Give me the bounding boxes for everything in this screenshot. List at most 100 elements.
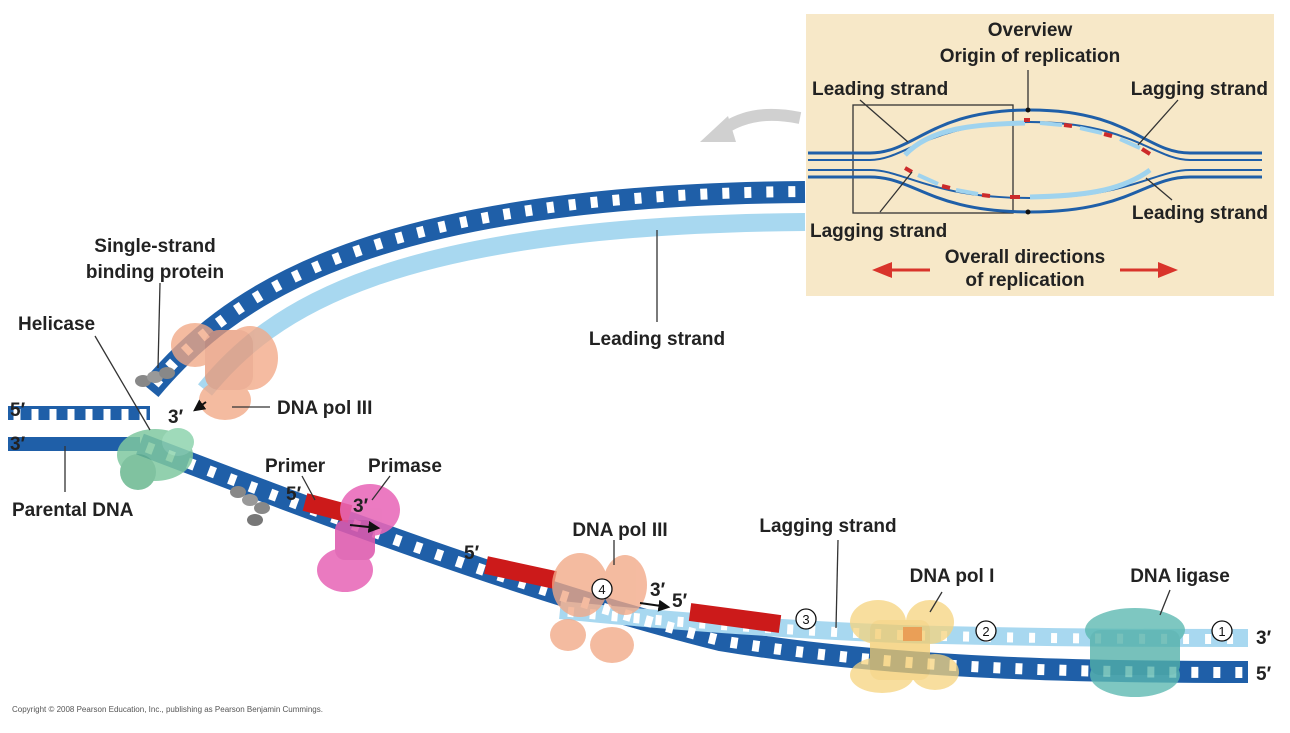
base-pair-rung — [612, 194, 621, 206]
three-prime-right: 3′ — [1256, 628, 1272, 649]
overview-leading-left — [903, 120, 1026, 157]
base-pair-rung — [1006, 632, 1014, 643]
base-pair-rung — [475, 562, 486, 576]
leading-strand-label: Leading strand — [589, 329, 725, 350]
ssb-label-line2: binding protein — [86, 262, 224, 283]
base-pair-rung — [392, 534, 403, 547]
dna-pol-i-protein — [850, 600, 959, 693]
base-pair-rung — [700, 188, 708, 200]
base-pair-rung — [85, 409, 93, 425]
base-pair-rung — [786, 624, 794, 635]
base-pair-rung — [394, 231, 405, 245]
dna-pol-iii-top-label: DNA pol III — [277, 398, 372, 419]
base-pair-rung — [480, 211, 490, 224]
dna-pol-iii-bottom-label: DNA pol III — [572, 520, 667, 541]
base-pair-rung — [655, 614, 662, 626]
overview-leading-top-label: Leading strand — [812, 79, 948, 100]
svg-text:3: 3 — [802, 612, 809, 627]
base-pair-rung — [413, 541, 424, 555]
base-pair-rung — [271, 279, 283, 293]
base-pair-rung — [206, 465, 218, 479]
primer-2 — [484, 556, 557, 589]
dna-pol-iii-bottom-protein — [550, 553, 647, 663]
helicase-label: Helicase — [18, 314, 95, 335]
base-pair-rung — [971, 661, 979, 673]
base-pair-rung — [1191, 666, 1199, 678]
base-pair-rung — [830, 626, 838, 638]
base-pair-rung — [524, 204, 533, 217]
step-2: 2 — [975, 620, 997, 642]
base-pair-rung — [1028, 632, 1036, 643]
base-pair-rung — [707, 632, 718, 645]
base-pair-rung — [795, 646, 804, 658]
overview-leading-right — [1029, 167, 1152, 200]
primer-3 — [688, 603, 782, 633]
svg-text:1: 1 — [1218, 624, 1225, 639]
base-pair-rung — [1050, 633, 1058, 644]
overview-leading-top-leader — [859, 99, 909, 143]
parental-dna-label: Parental DNA — [12, 500, 134, 521]
base-pair-rung — [665, 621, 675, 634]
base-pair-rung — [31, 409, 39, 425]
overview-direction-arrow-right — [1120, 262, 1178, 278]
three-prime-primer: 3′ — [353, 496, 369, 517]
five-prime-primer: 5′ — [286, 484, 302, 505]
five-prime-top-left: 5′ — [10, 400, 26, 421]
base-pair-rung — [1015, 663, 1023, 675]
base-pair-rung — [1037, 663, 1045, 676]
base-pair-rung — [1081, 665, 1089, 677]
primase-label: Primase — [368, 456, 442, 477]
base-pair-rung — [751, 640, 761, 653]
dna-ligase-label: DNA ligase — [1130, 566, 1230, 587]
base-pair-rung — [611, 610, 619, 622]
base-pair-rung — [352, 244, 363, 258]
base-pair-rung — [729, 636, 739, 649]
base-pair-rung — [165, 358, 178, 372]
three-prime-fork: 3′ — [168, 407, 184, 428]
base-pair-rung — [232, 301, 245, 316]
base-pair-rung — [656, 190, 664, 203]
base-pair-rung — [437, 220, 447, 233]
base-pair-rung — [633, 612, 640, 624]
ssb-label-line1: Single-strand — [94, 236, 215, 257]
base-pair-rung — [290, 269, 302, 283]
base-pair-rung — [13, 409, 21, 425]
overview-leading-bottom-label: Leading strand — [1132, 203, 1268, 224]
overview-leading-bottom-leader — [1145, 177, 1173, 201]
base-pair-rung — [601, 602, 612, 616]
synthesis-arrow-pol — [639, 599, 671, 612]
base-pair-rung — [103, 409, 111, 425]
step-1: 1 — [1211, 620, 1233, 642]
base-pair-rung — [251, 290, 264, 304]
base-pair-rung — [121, 409, 129, 425]
overview-direction-arrow-left — [872, 262, 930, 278]
single-strand-binding-proteins — [135, 367, 270, 526]
base-pair-rung — [722, 187, 730, 199]
svg-text:4: 4 — [598, 582, 605, 597]
dna-ligase-protein — [1085, 608, 1185, 697]
lagging-strand-label: Lagging strand — [759, 516, 896, 537]
base-pair-rung — [643, 615, 654, 628]
overview-lagging-bottom-label: Lagging strand — [810, 221, 947, 242]
base-pair-rung — [214, 314, 228, 328]
base-pair-rung — [227, 473, 238, 487]
base-pair-rung — [993, 662, 1001, 674]
leader-lines — [64, 230, 1171, 629]
base-pair-rung — [185, 457, 197, 471]
overview-lagging-bottom-leader — [879, 171, 913, 213]
base-pair-rung — [311, 260, 322, 274]
base-pair-rung — [678, 189, 686, 201]
three-prime-pol-iii: 3′ — [650, 580, 666, 601]
synthesis-arrow-primer — [349, 521, 381, 533]
leading-new-strand — [198, 213, 806, 396]
base-pair-rung — [634, 192, 642, 205]
base-pair-rung — [1205, 633, 1212, 644]
base-pair-rung — [415, 225, 426, 239]
dna-pol-iii-top-protein — [171, 323, 278, 420]
base-pair-rung — [546, 201, 555, 214]
base-pair-rung — [67, 409, 75, 425]
overview-origin-label: Origin of replication — [940, 46, 1121, 67]
synthesis-arrow-top — [193, 399, 207, 412]
five-prime-fragment-2: 5′ — [672, 591, 688, 612]
